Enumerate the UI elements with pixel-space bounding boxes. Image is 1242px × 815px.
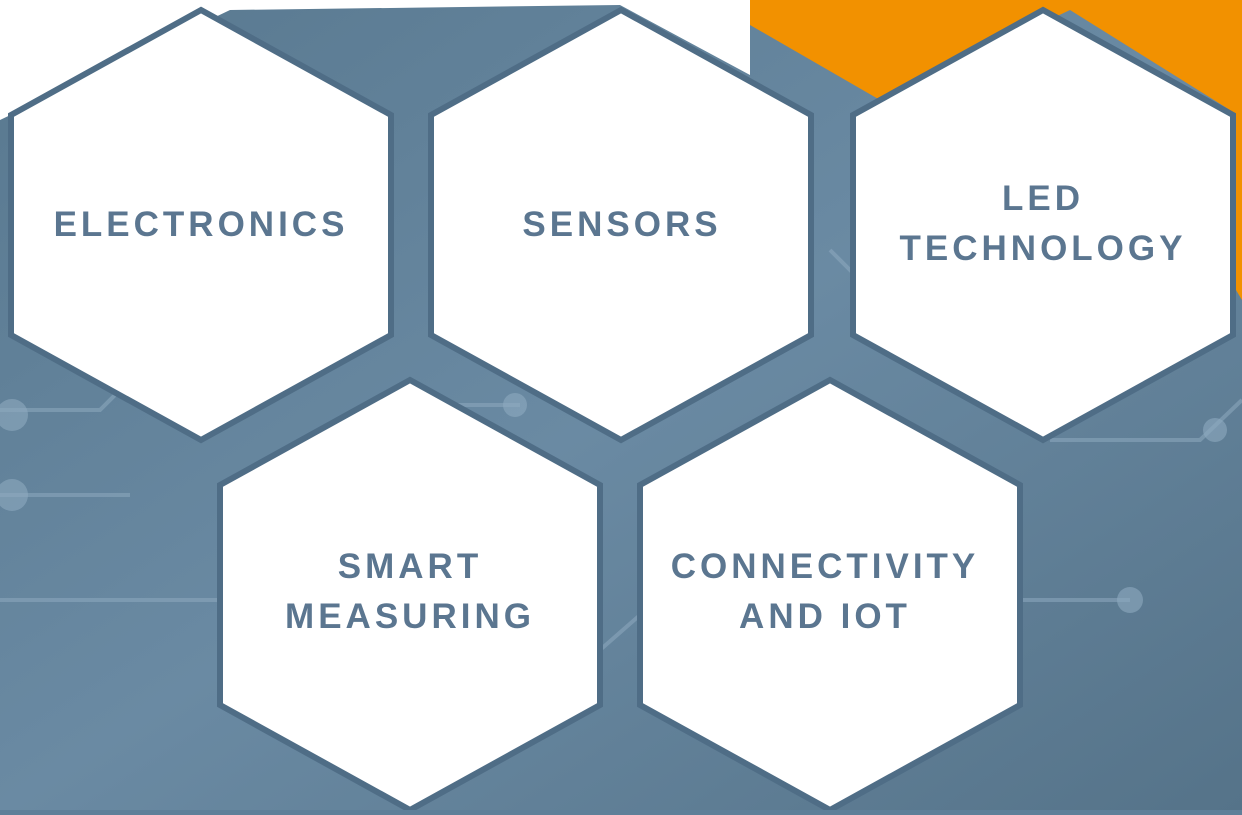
tile-label-led-technology: LED TECHNOLOGY (899, 179, 1187, 268)
tile-label-electronics: ELECTRONICS (53, 205, 349, 244)
circuit-nodes (0, 393, 1227, 613)
tile-label-connectivity-iot: CONNECTIVITY AND IOT (670, 547, 980, 636)
hex-tile-sensors (428, 6, 814, 444)
hex-tile-led-technology (850, 6, 1236, 444)
hex-tile-electronics (8, 6, 394, 444)
orange-corner-shape (750, 0, 1242, 300)
tile-label-smart-measuring: SMART MEASURING (285, 547, 535, 636)
tile-label-sensors: SENSORS (522, 205, 722, 244)
